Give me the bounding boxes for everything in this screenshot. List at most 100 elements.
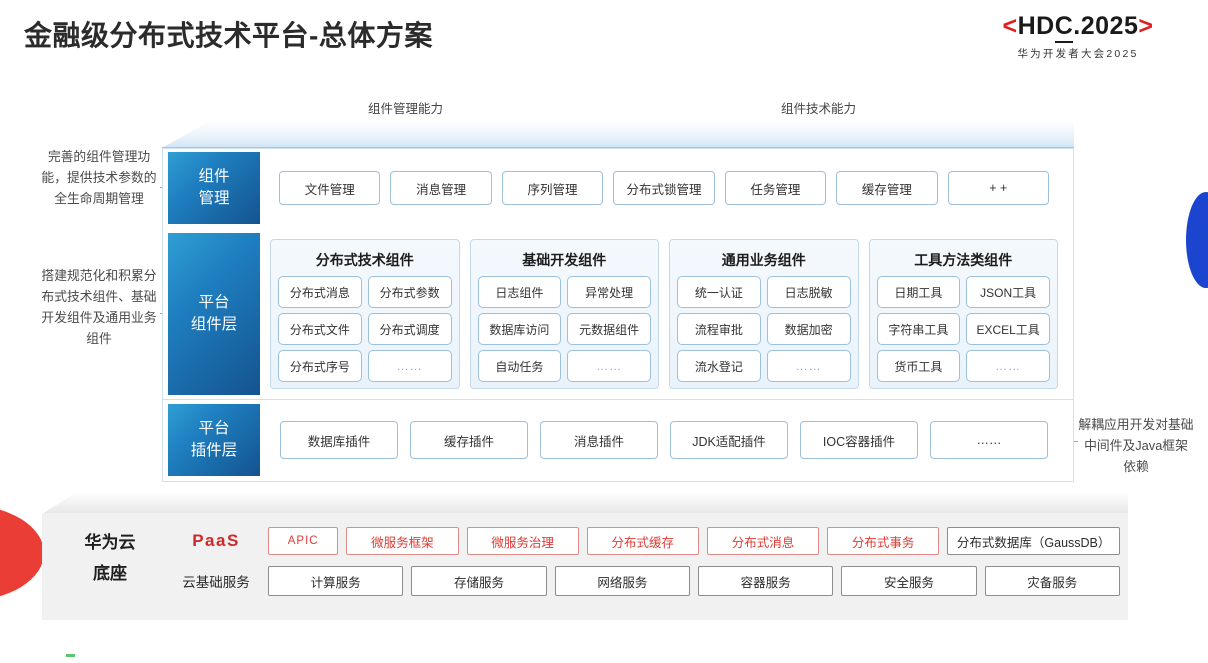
page-title: 金融级分布式技术平台-总体方案 <box>24 20 433 51</box>
cell-item[interactable]: 货币工具 <box>876 350 961 382</box>
cell-item[interactable]: 元数据组件 <box>567 313 651 345</box>
cell-item[interactable]: 分布式序号 <box>278 350 362 382</box>
paas-chip-distributed-message[interactable]: 分布式消息 <box>706 527 820 555</box>
foundation-title-line1: 华为云 <box>84 533 136 552</box>
layer-label-line1: 平台 <box>198 294 230 311</box>
arrow-label-component-management: 组件管理能力 <box>368 102 444 116</box>
layer-divider <box>163 399 1073 400</box>
layer-label-platform-plugin: 平台 插件层 <box>168 404 260 476</box>
chip-more-plugins[interactable]: …… <box>930 421 1048 459</box>
cloud-services-row: 计算服务 存储服务 网络服务 容器服务 安全服务 灾备服务 <box>268 566 1120 596</box>
foundation-panel-bevel <box>42 492 1128 514</box>
chip-cache-management[interactable]: 缓存管理 <box>836 171 938 205</box>
chip-database-plugin[interactable]: 数据库插件 <box>280 421 398 459</box>
cloud-services-row-label: 云基础服务 <box>182 575 250 590</box>
cell-item[interactable]: JSON工具 <box>966 276 1050 308</box>
cell-item[interactable]: 统一认证 <box>677 276 761 308</box>
cloud-chip-storage[interactable]: 存储服务 <box>411 566 547 596</box>
hdc-logo-main: <HDC.2025> <box>962 12 1194 43</box>
group-grid: 分布式消息 分布式参数 分布式文件 分布式调度 分布式序号 …… <box>278 276 452 382</box>
cell-item[interactable]: EXCEL工具 <box>966 313 1050 345</box>
group-title: 基础开发组件 <box>522 252 607 268</box>
bracket-left-icon: < <box>1002 12 1018 40</box>
cell-item-more[interactable]: …… <box>567 350 651 382</box>
group-title: 通用业务组件 <box>721 252 806 268</box>
group-grid: 日志组件 异常处理 数据库访问 元数据组件 自动任务 …… <box>477 276 651 382</box>
cell-item[interactable]: 流水登记 <box>677 350 761 382</box>
annotation-left-1: 完善的组件管理功能，提供技术参数的全生命周期管理 <box>41 149 157 206</box>
chip-sequence-management[interactable]: 序列管理 <box>501 171 604 205</box>
group-common-business: 通用业务组件 统一认证 日志脱敏 流程审批 数据加密 流水登记 …… <box>669 239 859 389</box>
layer-label-line1: 平台 <box>198 420 230 437</box>
platform-plugin-row: 数据库插件 缓存插件 消息插件 JDK适配插件 IOC容器插件 …… <box>260 404 1068 476</box>
hdc-text-underlined: C <box>1054 12 1074 43</box>
cell-item[interactable]: 日志脱敏 <box>766 276 851 308</box>
paas-chip-distributed-database[interactable]: 分布式数据库（GaussDB） <box>947 527 1121 555</box>
chip-ioc-container-plugin[interactable]: IOC容器插件 <box>800 421 918 459</box>
layer-label-line2: 插件层 <box>190 442 238 459</box>
layer-label-component-management: 组件 管理 <box>168 152 260 224</box>
cell-item-more[interactable]: …… <box>367 350 452 382</box>
cell-item[interactable]: 分布式调度 <box>367 313 452 345</box>
chip-cache-plugin[interactable]: 缓存插件 <box>410 421 528 459</box>
cell-item[interactable]: 分布式消息 <box>278 276 362 308</box>
platform-component-row: 分布式技术组件 分布式消息 分布式参数 分布式文件 分布式调度 分布式序号 ……… <box>260 233 1068 395</box>
panel-top-bevel <box>162 120 1074 148</box>
cell-item[interactable]: 分布式参数 <box>367 276 452 308</box>
chip-distributed-lock-management[interactable]: 分布式锁管理 <box>613 171 715 205</box>
cloud-chip-container[interactable]: 容器服务 <box>697 566 834 596</box>
cell-item[interactable]: 日志组件 <box>477 276 562 308</box>
chip-file-management[interactable]: 文件管理 <box>279 171 381 205</box>
layer-label-line2: 组件层 <box>190 316 238 333</box>
annotation-right-1: 解耦应用开发对基础中间件及Java框架依赖 <box>1078 417 1194 474</box>
layer-label-platform-component: 平台 组件层 <box>168 233 260 395</box>
group-tool-methods: 工具方法类组件 日期工具 JSON工具 字符串工具 EXCEL工具 货币工具 …… <box>868 239 1058 389</box>
chip-jdk-adapter-plugin[interactable]: JDK适配插件 <box>670 421 788 459</box>
paas-services-row: APIC 微服务框架 微服务治理 分布式缓存 分布式消息 分布式事务 分布式数据… <box>268 527 1121 555</box>
cell-item[interactable]: 流程审批 <box>677 313 761 345</box>
cell-item[interactable]: 数据加密 <box>766 313 851 345</box>
group-distributed-tech: 分布式技术组件 分布式消息 分布式参数 分布式文件 分布式调度 分布式序号 …… <box>270 239 460 389</box>
hdc-logo-subtitle: 华为开发者大会2025 <box>1017 48 1139 60</box>
paas-chip-distributed-transaction[interactable]: 分布式事务 <box>827 527 940 555</box>
foundation-title: 华为云 底座 <box>62 527 158 589</box>
paas-chip-apic[interactable]: APIC <box>268 527 339 555</box>
chip-add-more[interactable]: + + <box>947 171 1049 205</box>
foundation-title-line2: 底座 <box>93 564 127 583</box>
group-grid: 日期工具 JSON工具 字符串工具 EXCEL工具 货币工具 …… <box>876 276 1050 382</box>
cell-item[interactable]: 分布式文件 <box>278 313 362 345</box>
component-management-row: 文件管理 消息管理 序列管理 分布式锁管理 任务管理 缓存管理 + + <box>260 152 1068 224</box>
cell-item[interactable]: 字符串工具 <box>876 313 961 345</box>
cloud-chip-disaster-recovery[interactable]: 灾备服务 <box>984 566 1120 596</box>
group-title: 分布式技术组件 <box>315 252 414 268</box>
paas-chip-distributed-cache[interactable]: 分布式缓存 <box>586 527 699 555</box>
paas-chip-microservice-framework[interactable]: 微服务框架 <box>346 527 459 555</box>
hdc-text-before: HD <box>1017 12 1055 40</box>
group-title: 工具方法类组件 <box>914 252 1013 268</box>
blue-lens-decoration <box>1186 192 1208 288</box>
cell-item[interactable]: 数据库访问 <box>477 313 562 345</box>
cloud-chip-network[interactable]: 网络服务 <box>554 566 690 596</box>
chip-message-plugin[interactable]: 消息插件 <box>540 421 658 459</box>
panel-top-edge <box>162 147 1074 148</box>
green-marker-icon <box>66 654 75 657</box>
hdc-logo: <HDC.2025> 华为开发者大会2025 <box>962 12 1194 61</box>
arrow-label-component-technology: 组件技术能力 <box>781 102 857 116</box>
layer-label-line1: 组件 <box>198 168 230 185</box>
chip-message-management[interactable]: 消息管理 <box>390 171 492 205</box>
cloud-chip-compute[interactable]: 计算服务 <box>268 566 404 596</box>
chip-task-management[interactable]: 任务管理 <box>724 171 827 205</box>
red-wedge-decoration <box>0 505 44 601</box>
bracket-right-icon: > <box>1138 12 1154 40</box>
annotation-left-2: 搭建规范化和积累分布式技术组件、基础开发组件及通用业务组件 <box>41 268 157 346</box>
cell-item-more[interactable]: …… <box>766 350 851 382</box>
cell-item-more[interactable]: …… <box>966 350 1050 382</box>
cell-item[interactable]: 日期工具 <box>876 276 961 308</box>
cell-item[interactable]: 自动任务 <box>477 350 562 382</box>
cloud-chip-security[interactable]: 安全服务 <box>841 566 977 596</box>
cell-item[interactable]: 异常处理 <box>567 276 651 308</box>
bracket-tick <box>1071 441 1078 443</box>
paas-row-label: PaaS <box>192 531 240 550</box>
paas-chip-microservice-governance[interactable]: 微服务治理 <box>466 527 579 555</box>
hdc-text-after: .2025 <box>1073 12 1139 40</box>
